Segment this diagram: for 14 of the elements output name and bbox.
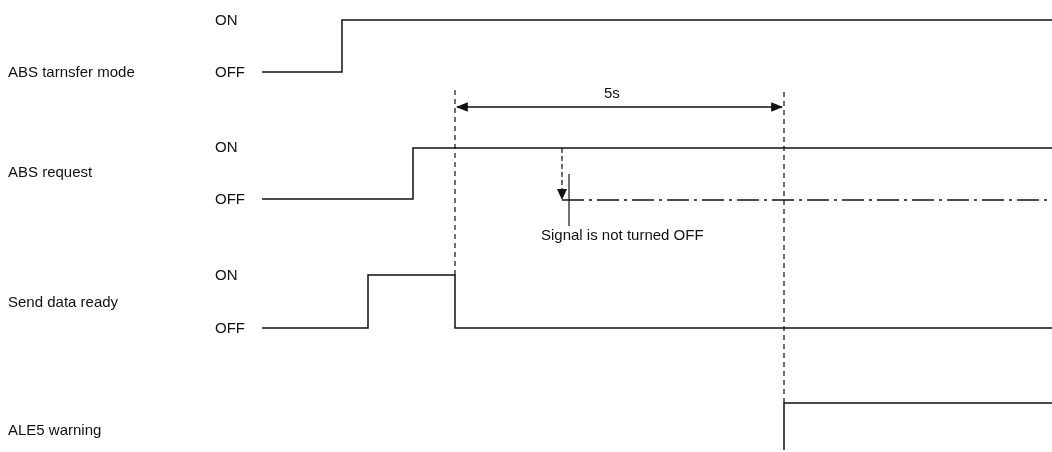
signal-label: ABS tarnsfer mode bbox=[8, 63, 135, 81]
signal-label: OFF bbox=[215, 190, 245, 208]
dimension-label: 5s bbox=[604, 84, 620, 102]
signal-label: ABS request bbox=[8, 163, 93, 181]
dashed-arrow bbox=[555, 148, 569, 200]
note-text: Signal is not turned OFF bbox=[541, 226, 704, 244]
signal-label: ALE5 warning bbox=[8, 421, 102, 439]
signal-label: ON bbox=[215, 138, 238, 156]
signal-label: OFF bbox=[215, 319, 245, 337]
leader-line bbox=[568, 173, 570, 227]
signal-label: OFF bbox=[215, 63, 245, 81]
signal-label: Send data ready bbox=[8, 293, 119, 311]
signal-label: ON bbox=[215, 11, 238, 29]
signal-label: ON bbox=[215, 266, 238, 284]
